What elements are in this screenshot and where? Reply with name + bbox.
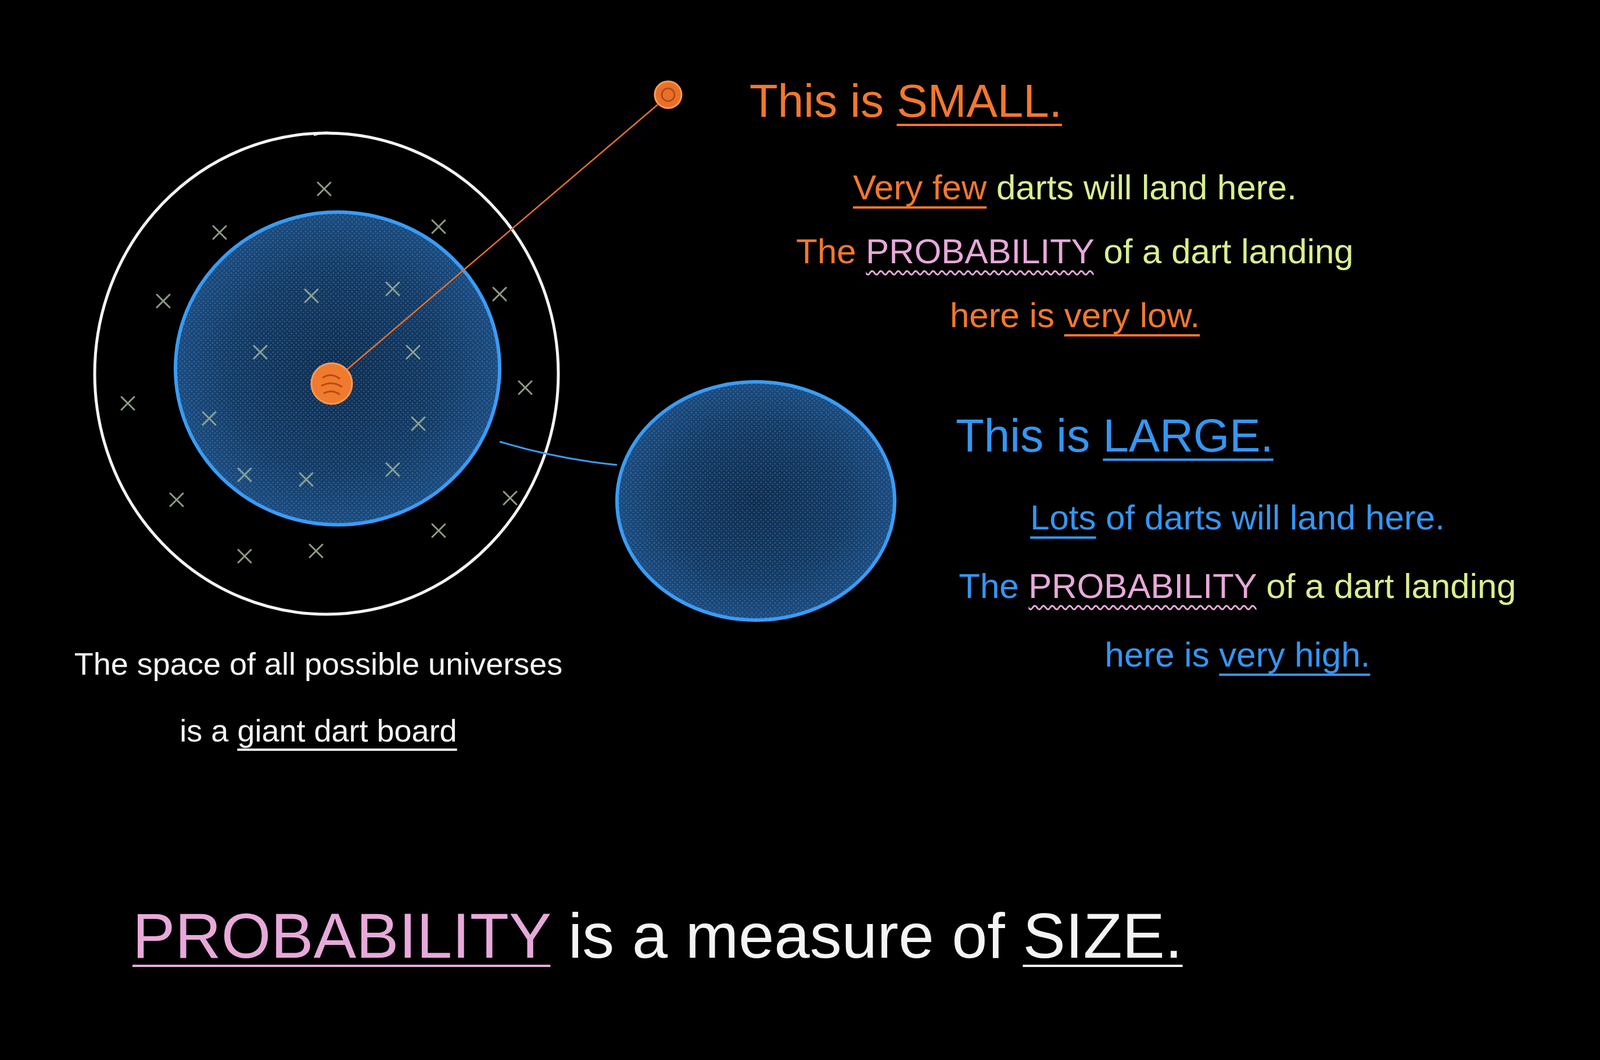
large-leader-line	[499, 441, 617, 465]
text-run: PROBABILITY	[132, 899, 551, 971]
text-run: of darts will land here.	[1105, 497, 1445, 537]
large-region-outline	[175, 212, 500, 525]
text-run: darts will land here.	[996, 167, 1297, 207]
text-run: giant dart board	[237, 712, 457, 748]
text-run: This is	[749, 74, 884, 127]
text-run: This is	[955, 409, 1090, 462]
text-run: here is	[1105, 635, 1210, 674]
large-callout-outline	[616, 381, 895, 620]
small-region	[311, 363, 353, 404]
large-callout-fill	[616, 381, 895, 620]
text-run: of a dart landing	[1103, 231, 1354, 271]
text-run: The space of all possible universes	[74, 646, 563, 681]
small-region-hatching	[321, 374, 343, 395]
small-explanation: Very few darts will land here. The PROBA…	[795, 155, 1354, 348]
dart-board-outline	[94, 133, 559, 615]
large-region-texture	[175, 212, 500, 525]
large-callout-texture	[616, 381, 895, 620]
conclusion-statement: PROBABILITY is a measure of SIZE.	[132, 894, 1183, 977]
large-heading: This is LARGE.	[955, 406, 1274, 465]
text-run: very low.	[1064, 295, 1200, 335]
text-run: is a measure of	[568, 899, 1006, 971]
small-heading: This is SMALL.	[749, 72, 1063, 131]
text-run: PROBABILITY	[1028, 566, 1257, 606]
text-run: The	[795, 231, 856, 271]
outline-stroke-start	[313, 132, 335, 135]
small-callout	[654, 81, 682, 109]
small-leader-line	[346, 104, 658, 370]
text-run: SMALL.	[896, 74, 1063, 127]
small-callout-inner	[661, 88, 675, 102]
large-region-fill	[175, 212, 500, 525]
text-run: of a dart landing	[1265, 566, 1516, 606]
text-run: here is	[949, 295, 1055, 335]
text-run: SIZE.	[1023, 899, 1183, 971]
dart-board-caption: The space of all possible universes is a…	[74, 630, 563, 764]
text-run: The	[958, 566, 1019, 606]
text-run: very high.	[1218, 635, 1370, 674]
text-run: Lots	[1030, 497, 1096, 537]
dart-marks	[121, 182, 532, 563]
text-run: PROBABILITY	[865, 231, 1094, 271]
text-run: Very few	[852, 167, 987, 207]
text-run: is a	[179, 712, 229, 748]
large-explanation: Lots of darts will land here. The PROBAB…	[958, 483, 1516, 690]
dart-marks-inner	[202, 282, 425, 486]
text-run: LARGE.	[1102, 409, 1273, 462]
